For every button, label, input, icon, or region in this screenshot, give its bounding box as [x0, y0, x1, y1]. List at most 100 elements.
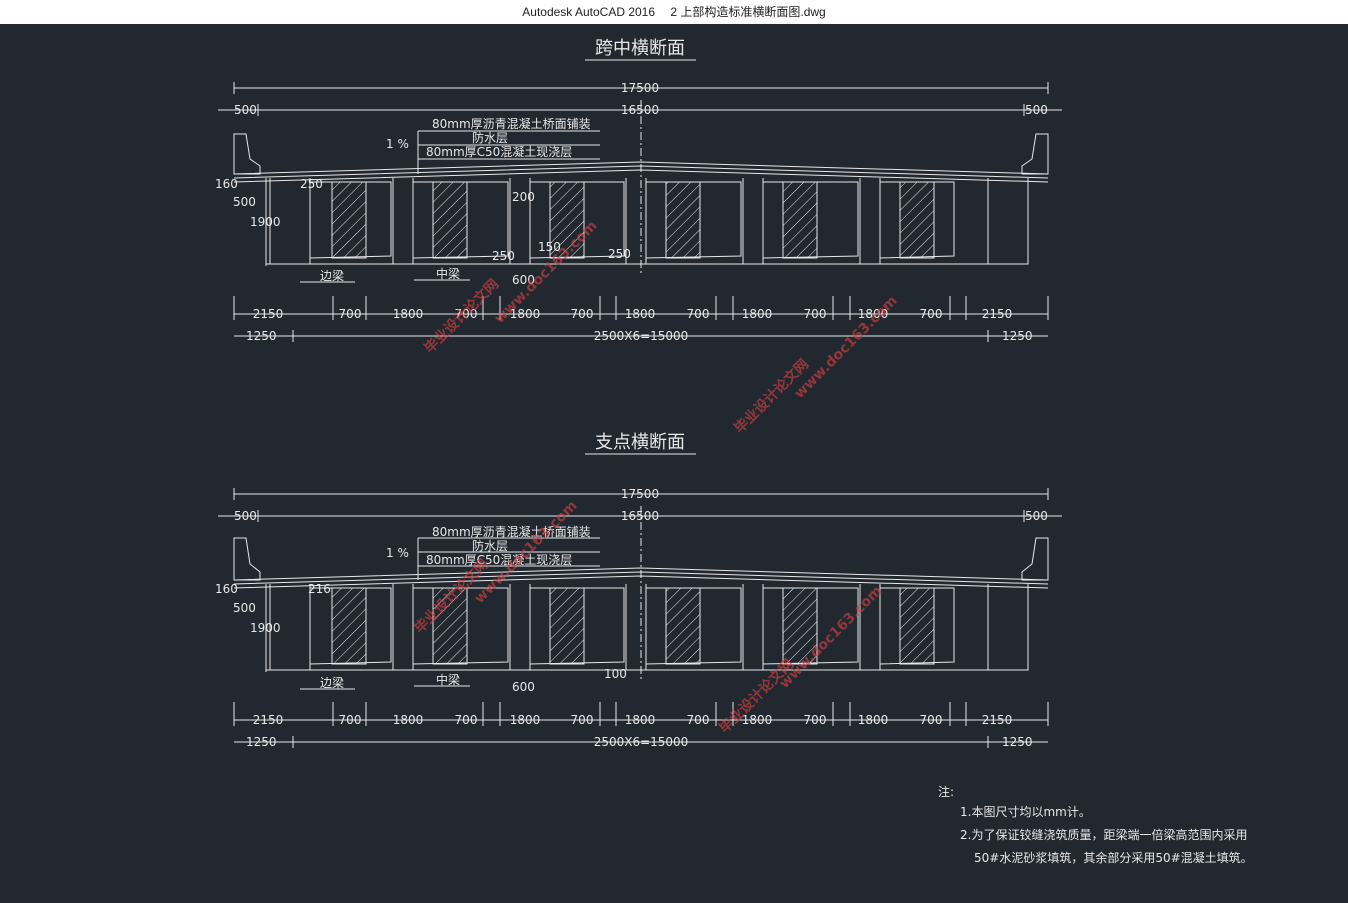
dim-deck: 16500: [621, 103, 659, 117]
dim-500: 500: [233, 195, 256, 209]
file-name: 2 上部构造标准横断面图.dwg: [670, 5, 826, 19]
hinge-joint: [665, 181, 701, 259]
note-line-1: 1.本图尺寸均以mm计。: [960, 805, 1091, 819]
layer-waterproof: 防水层: [472, 130, 508, 145]
span-dim: 700: [571, 307, 594, 321]
box-void: [762, 587, 859, 665]
drawing-canvas[interactable]: 跨中横断面 17500 500 16500 500 80mm厚沥青混凝土桥面铺装…: [0, 24, 1348, 899]
span-dim: 1800: [858, 713, 889, 727]
notes-heading: 注:: [938, 784, 954, 799]
window-title-bar: Autodesk AutoCAD 2016 2 上部构造标准横断面图.dwg: [0, 0, 1348, 24]
hinge-joint: [899, 181, 935, 259]
watermark: 毕业设计论文网 www.doc163.com 毕业设计论文网 www.doc16…: [411, 218, 901, 737]
span-dim: 1800: [625, 307, 656, 321]
notes-block: 注: 1.本图尺寸均以mm计。 2.为了保证铰缝浇筑质量，距梁端一倍梁高范围内采…: [938, 784, 1253, 865]
beam-web: [987, 584, 1029, 671]
note-line-3: 50#水泥砂浆填筑，其余部分采用50#混凝土填筑。: [974, 850, 1253, 865]
box-void: [645, 587, 742, 665]
dim-100: 100: [604, 667, 627, 681]
section-title: 跨中横断面: [595, 38, 685, 59]
layer-cast: 80mm厚C50混凝土现浇层: [426, 144, 572, 159]
span-dim: 2150: [253, 713, 284, 727]
span-dim: 1800: [742, 713, 773, 727]
dim-bottom-left: 1250: [246, 329, 277, 343]
span-dim: 700: [687, 713, 710, 727]
section-midspan: 跨中横断面 17500 500 16500 500 80mm厚沥青混凝土桥面铺装…: [215, 38, 1062, 343]
dim-bottom-mid: 2500X6=15000: [594, 329, 689, 343]
layer-asphalt: 80mm厚沥青混凝土桥面铺装: [432, 524, 591, 539]
dim-total: 17500: [621, 81, 659, 95]
hinge-joint: [549, 587, 585, 665]
mid-beam-label: 中梁: [436, 672, 460, 687]
slope-label: 1 %: [386, 137, 409, 151]
beam-web: [987, 178, 1029, 265]
beam-web: [742, 178, 764, 265]
hinge-joint: [331, 587, 367, 665]
slope-label: 1 %: [386, 546, 409, 560]
dim-1900: 1900: [250, 215, 281, 229]
span-dim: 1800: [742, 307, 773, 321]
layer-asphalt: 80mm厚沥青混凝土桥面铺装: [432, 116, 591, 131]
watermark-label: 毕业设计论文网: [421, 276, 502, 357]
box-void: [645, 181, 742, 259]
span-dim: 700: [687, 307, 710, 321]
dim-1900: 1900: [250, 621, 281, 635]
span-dim: 1800: [858, 307, 889, 321]
span-dim: 700: [455, 713, 478, 727]
beam-web: [392, 584, 414, 671]
dim-160: 160: [215, 582, 238, 596]
beam-web: [859, 178, 881, 265]
dim-deck: 16500: [621, 509, 659, 523]
span-dim: 700: [804, 307, 827, 321]
section-title: 支点横断面: [595, 432, 685, 453]
dim-250a: 250: [300, 177, 323, 191]
box-void: [412, 181, 509, 259]
layer-cast: 80mm厚C50混凝土现浇层: [426, 552, 572, 567]
span-dim: 700: [571, 713, 594, 727]
beam-web: [509, 584, 531, 671]
edge-beam-label: 边梁: [320, 268, 344, 283]
span-dim: 1800: [393, 713, 424, 727]
layer-waterproof: 防水层: [472, 538, 508, 553]
dim-bottom-mid: 2500X6=15000: [594, 735, 689, 749]
dim-250b: 250: [492, 249, 515, 263]
span-dim: 1800: [625, 713, 656, 727]
span-dim: 700: [920, 713, 943, 727]
edge-beam-label: 边梁: [320, 675, 344, 690]
span-dim: 700: [804, 713, 827, 727]
beam-web: [625, 584, 647, 671]
box-void: [529, 587, 625, 665]
span-dim: 700: [455, 307, 478, 321]
dim-bottom-right: 1250: [1002, 329, 1033, 343]
hinge-joint: [432, 181, 468, 259]
dim-left: 500: [234, 103, 257, 117]
dim-160: 160: [215, 177, 238, 191]
beam-web: [742, 584, 764, 671]
box-void: [412, 587, 509, 665]
span-dim: 700: [339, 307, 362, 321]
box-void: [529, 181, 625, 259]
hinge-joint: [899, 587, 935, 665]
mid-beam-label: 中梁: [436, 266, 460, 281]
dim-150: 150: [538, 240, 561, 254]
hinge-joint: [782, 181, 818, 259]
hinge-joint: [665, 587, 701, 665]
dim-500: 500: [233, 601, 256, 615]
span-dim: 2150: [982, 307, 1013, 321]
span-dim: 2150: [253, 307, 284, 321]
beam-web: [392, 178, 414, 265]
dim-216: 216: [308, 582, 331, 596]
dim-250c: 250: [608, 247, 631, 261]
section-support: 支点横断面 17500 500 16500 500 80mm厚沥青混凝土桥面铺装…: [215, 432, 1062, 749]
dim-600: 600: [512, 680, 535, 694]
dim-200: 200: [512, 190, 535, 204]
hinge-joint: [782, 587, 818, 665]
hinge-joint: [549, 181, 585, 259]
span-dim: 700: [920, 307, 943, 321]
dim-bottom-right: 1250: [1002, 735, 1033, 749]
dim-total: 17500: [621, 487, 659, 501]
hinge-joint: [432, 587, 468, 665]
dim-left: 500: [234, 509, 257, 523]
span-dim: 700: [339, 713, 362, 727]
box-void: [762, 181, 859, 259]
